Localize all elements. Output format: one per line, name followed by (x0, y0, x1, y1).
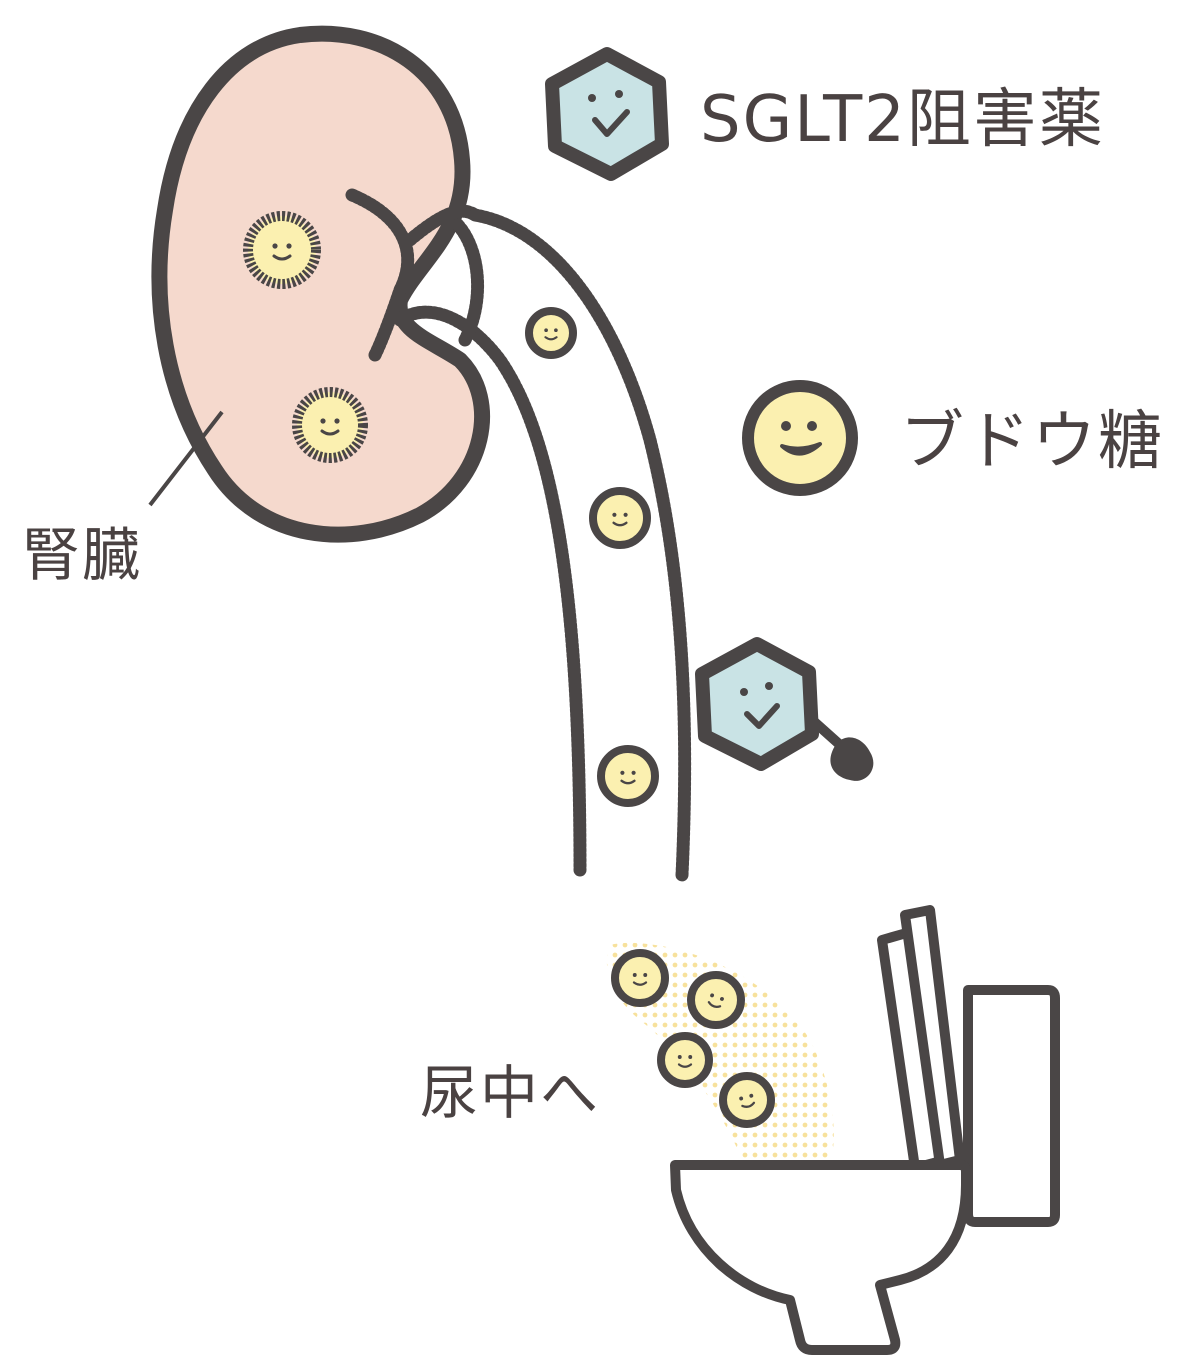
kidney-pointer-line (148, 410, 224, 507)
glucose-molecule (657, 1032, 713, 1088)
toilet-icon (670, 905, 1060, 1355)
glucose-molecule (687, 971, 745, 1029)
glucose-molecule (525, 307, 577, 359)
glucose-molecule (243, 211, 321, 289)
glucose-molecule (719, 1072, 775, 1128)
hexagon-drug-bound-icon (695, 637, 874, 781)
urine-glucose-trail (606, 942, 834, 1165)
hexagon-drug-icon (545, 47, 669, 181)
glucose-molecule (292, 387, 368, 463)
sglt2-inhibitor-label: SGLT2阻害薬 (700, 83, 1105, 157)
ureter-tubes (345, 188, 692, 882)
glucose-label: ブドウ糖 (900, 405, 1164, 479)
kidney-icon (151, 25, 490, 543)
glucose-molecule (597, 745, 659, 807)
smiling-glucose-icon (742, 380, 858, 496)
glucose-molecule (611, 949, 669, 1007)
to-urine-label: 尿中へ (420, 1059, 601, 1127)
kidney-label: 腎臓 (22, 521, 143, 589)
glucose-molecule (589, 487, 651, 549)
